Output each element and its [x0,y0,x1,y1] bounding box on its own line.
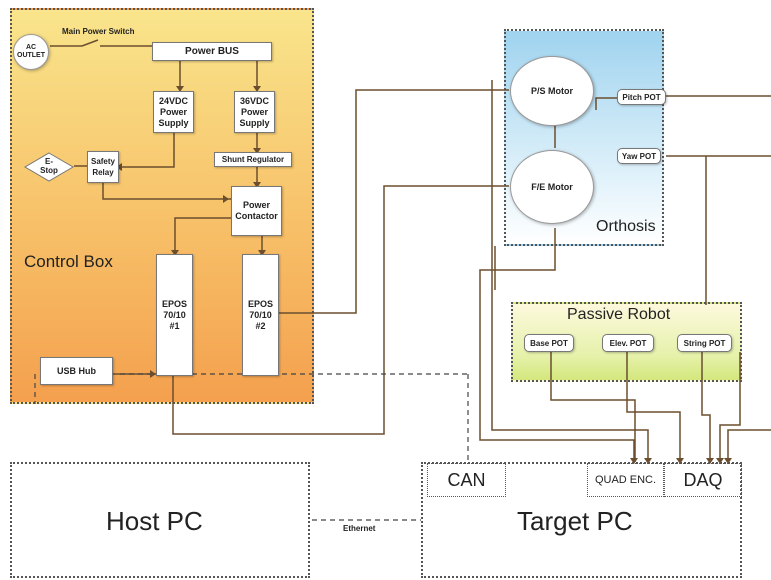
yaw-pot: Yaw POT [617,148,661,164]
fe-motor-label: F/E Motor [531,182,573,192]
pitch-pot: Pitch POT [617,89,666,105]
control-box-label: Control Box [24,252,113,271]
passive-robot-label: Passive Robot [567,306,671,323]
fe-motor: F/E Motor [510,150,594,224]
main-power-switch-label: Main Power Switch [62,27,135,36]
power-supply-36vdc: 36VDC Power Supply [234,91,275,133]
estop-diamond-icon [24,152,74,182]
power-contactor: Power Contactor [231,186,282,236]
estop: E- Stop [24,152,74,182]
usb-hub: USB Hub [40,357,113,385]
power-bus: Power BUS [152,42,272,61]
estop-label: E- Stop [40,157,58,175]
orthosis-label: Orthosis [596,218,656,235]
can-interface: CAN [427,463,506,497]
can-label: CAN [447,469,486,490]
daq-label: DAQ [683,469,723,490]
quad-enc-interface: QUAD ENC. [587,463,664,497]
ethernet-label: Ethernet [343,524,376,533]
elev-pot: Elev. POT [602,334,654,352]
power-supply-24vdc: 24VDC Power Supply [153,91,194,133]
target-pc-region [421,462,742,578]
string-pot: String POT [677,334,732,352]
ac-outlet: AC OUTLET [13,34,49,70]
shunt-regulator: Shunt Regulator [214,152,292,167]
epos-70-10-2: EPOS 70/10 #2 [242,254,279,376]
ac-outlet-label: AC OUTLET [17,44,45,59]
host-pc-label: Host PC [106,506,203,536]
epos-70-10-1: EPOS 70/10 #1 [156,254,193,376]
target-pc-label: Target PC [517,506,633,536]
daq-interface: DAQ [664,463,742,497]
ps-motor: P/S Motor [510,56,594,126]
quad-enc-label: QUAD ENC. [594,474,657,486]
safety-relay: Safety Relay [87,151,119,183]
ps-motor-label: P/S Motor [531,86,573,96]
base-pot: Base POT [524,334,574,352]
host-pc-region [10,462,310,578]
